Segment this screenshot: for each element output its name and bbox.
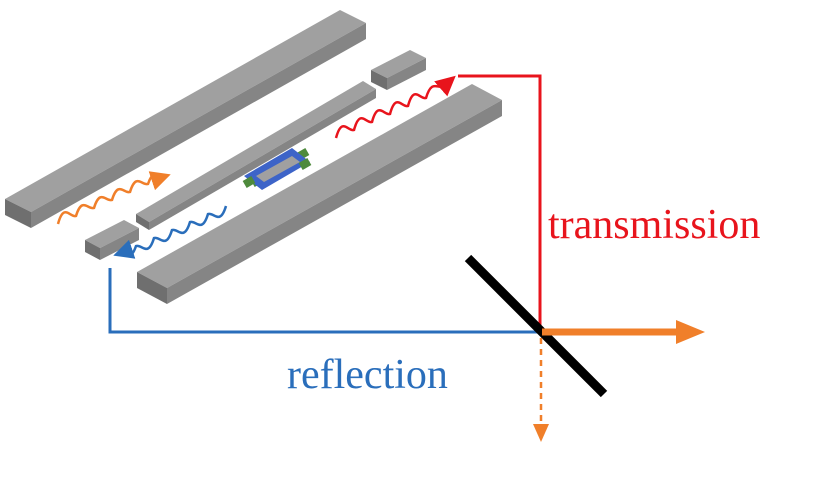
reflection-path xyxy=(108,268,540,334)
transmission-wave xyxy=(334,75,456,139)
beam-splitter-mirror xyxy=(464,254,608,398)
output-arrow-down xyxy=(533,338,549,442)
ring-resonator-device xyxy=(242,148,312,190)
reflection-wave xyxy=(113,205,228,259)
waveguide-bar-lower xyxy=(137,84,502,304)
reflection-label: reflection xyxy=(287,352,448,398)
waveguide-bar-upper xyxy=(5,10,366,228)
transmission-path xyxy=(458,74,542,332)
output-arrow-right xyxy=(542,320,705,344)
transmission-label: transmission xyxy=(548,202,760,248)
waveguide-block-right xyxy=(371,50,426,90)
input-wave xyxy=(56,171,171,225)
waveguide-bar-middle xyxy=(136,81,376,230)
